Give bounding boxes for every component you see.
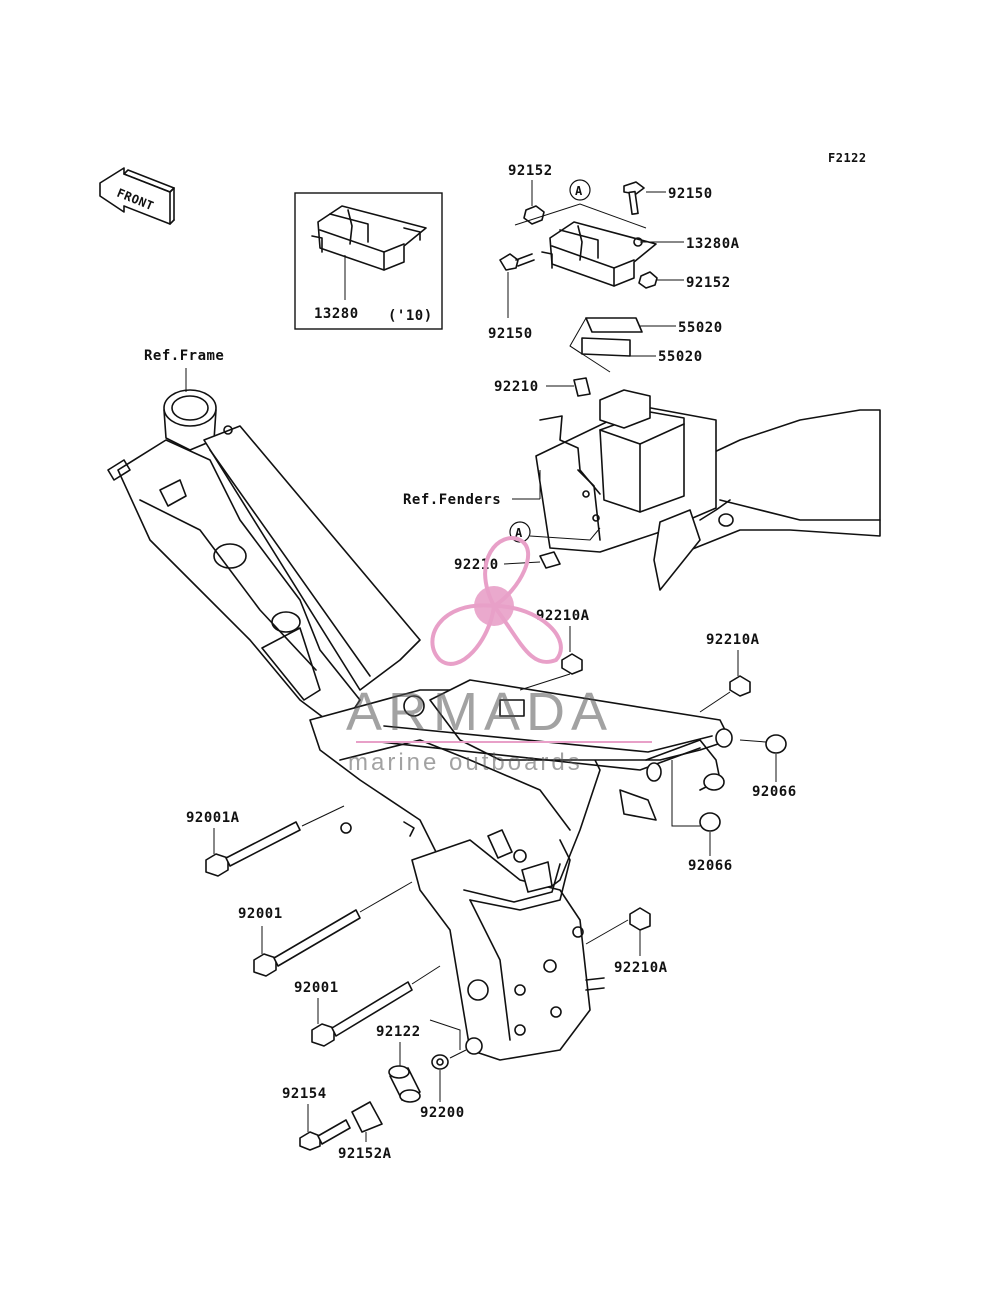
callout-a-top: A: [569, 179, 591, 201]
label-ref-frame: Ref.Frame: [144, 348, 224, 364]
figure-code: F2122: [828, 151, 867, 165]
callout-a-label: A: [575, 184, 583, 198]
label-92066-a: 92066: [752, 784, 797, 800]
label-92001-a: 92001: [238, 906, 283, 922]
inset-part-number: 13280: [314, 306, 359, 322]
nut-92152-top: [523, 205, 545, 225]
bolt-92001-a: [253, 909, 361, 977]
bolt-92154: [299, 1119, 351, 1151]
cap-92066-b: [699, 812, 721, 832]
main-frame: [107, 389, 733, 1061]
front-arrow-icon: FRONT: [99, 167, 175, 225]
armada-watermark: ARMADA marine outboards: [346, 536, 652, 776]
label-92001A: 92001A: [186, 810, 240, 826]
watermark-brand: ARMADA: [346, 682, 613, 742]
inset-year-note: ('10): [388, 308, 433, 324]
label-13280A: 13280A: [686, 236, 740, 252]
bolt-92001-b: [311, 981, 413, 1047]
bolt-92150-left: [499, 253, 535, 271]
battery-fender-assembly: [535, 389, 881, 591]
bolt-92150-top: [623, 181, 645, 216]
label-ref-fenders: Ref.Fenders: [403, 492, 501, 508]
ecu-bracket-13280A: [541, 221, 657, 287]
label-92210A-c: 92210A: [614, 960, 668, 976]
ecu-bracket-13280: [311, 205, 427, 271]
label-92150-left: 92150: [488, 326, 533, 342]
label-92152-mid: 92152: [686, 275, 731, 291]
label-92150-top: 92150: [668, 186, 713, 202]
inset-box: 13280 ('10): [294, 192, 443, 330]
label-92122: 92122: [376, 1024, 421, 1040]
propeller-logo-icon: [430, 536, 563, 666]
bolt-92001A: [205, 821, 301, 877]
pad-55020-a: [585, 317, 643, 333]
label-55020-a: 55020: [678, 320, 723, 336]
collar-92152A: [351, 1101, 383, 1133]
label-92210-a: 92210: [494, 379, 539, 395]
label-92001-b: 92001: [294, 980, 339, 996]
nut-92210A-b: [729, 675, 751, 697]
collar-92122: [388, 1065, 421, 1103]
nut-92210A-a: [561, 653, 583, 675]
label-92210A-a: 92210A: [536, 608, 590, 624]
label-92210-b: 92210: [454, 557, 499, 573]
label-92152-top: 92152: [508, 163, 553, 179]
nut-92152-mid: [638, 271, 658, 289]
pad-55020-b: [581, 337, 631, 357]
cap-92066-a: [765, 734, 787, 754]
label-92210A-b: 92210A: [706, 632, 760, 648]
label-92154: 92154: [282, 1086, 327, 1102]
watermark-tagline: marine outboards: [348, 749, 583, 776]
label-55020-b: 55020: [658, 349, 703, 365]
washer-92200: [431, 1054, 449, 1070]
label-92152A: 92152A: [338, 1146, 392, 1162]
callout-a-label-2: A: [515, 526, 523, 540]
label-92200: 92200: [420, 1105, 465, 1121]
nut-92210A-c: [629, 907, 651, 931]
clip-92210-top: [573, 377, 591, 397]
clip-92210-bottom: [539, 551, 561, 569]
label-92066-b: 92066: [688, 858, 733, 874]
